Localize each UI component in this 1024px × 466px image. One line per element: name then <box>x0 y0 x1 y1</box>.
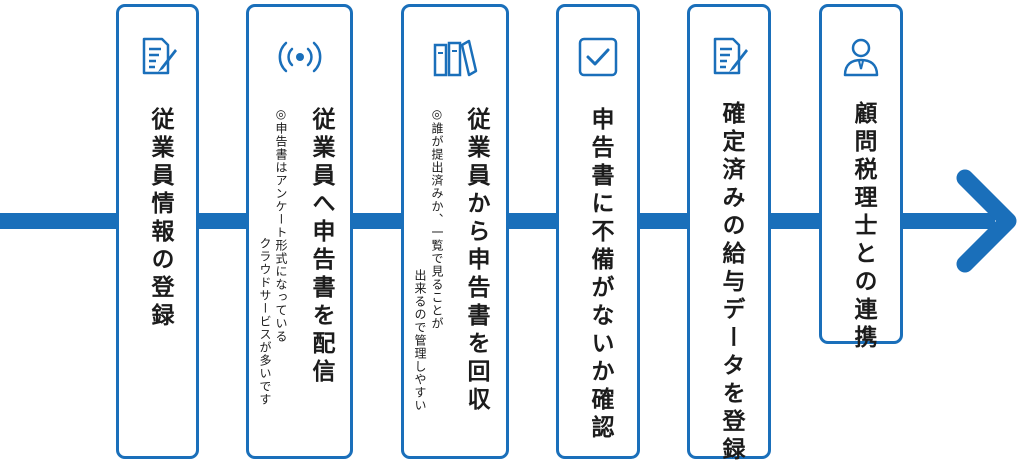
person-icon <box>843 38 879 77</box>
document-pen-icon <box>713 37 748 75</box>
step-card-3: 従業員から申告書を回収 ◎誰が提出済みか、一覧で見ることが 出来るので管理しやす… <box>401 4 509 459</box>
binders-icon <box>433 39 478 77</box>
step-note: ◎誰が提出済みか、一覧で見ることが <box>430 107 444 330</box>
step-note: クラウドサービスが多いです <box>258 237 272 406</box>
step-title: 顧問税理士との連携 <box>850 101 876 353</box>
step-card-5: 確定済みの給与データを登録 <box>687 4 771 465</box>
step-title: 従業員から申告書を回収 <box>463 107 489 415</box>
step-title: 従業員へ申告書を配信 <box>308 107 334 387</box>
step-title: 申告書に不備がないか確認 <box>587 107 613 443</box>
step-card-4: 申告書に不備がないか確認 <box>556 4 640 459</box>
step-card-2: 従業員へ申告書を配信 ◎申告書はアンケート形式になっている クラウドサービスが多… <box>246 4 353 459</box>
checkbox-icon <box>578 37 618 77</box>
broadcast-icon <box>278 41 321 73</box>
step-card-1: 従業員情報の登録 <box>116 4 199 459</box>
step-card-6: 顧問税理士との連携 <box>819 4 903 353</box>
step-note: ◎申告書はアンケート形式になっている <box>274 107 288 343</box>
flow-arrow-head <box>956 169 1017 273</box>
step-note: 出来るので管理しやすい <box>413 269 427 412</box>
step-title: 従業員情報の登録 <box>147 107 173 331</box>
document-pen-icon <box>142 37 177 75</box>
step-title: 確定済みの給与データを登録 <box>718 101 744 465</box>
